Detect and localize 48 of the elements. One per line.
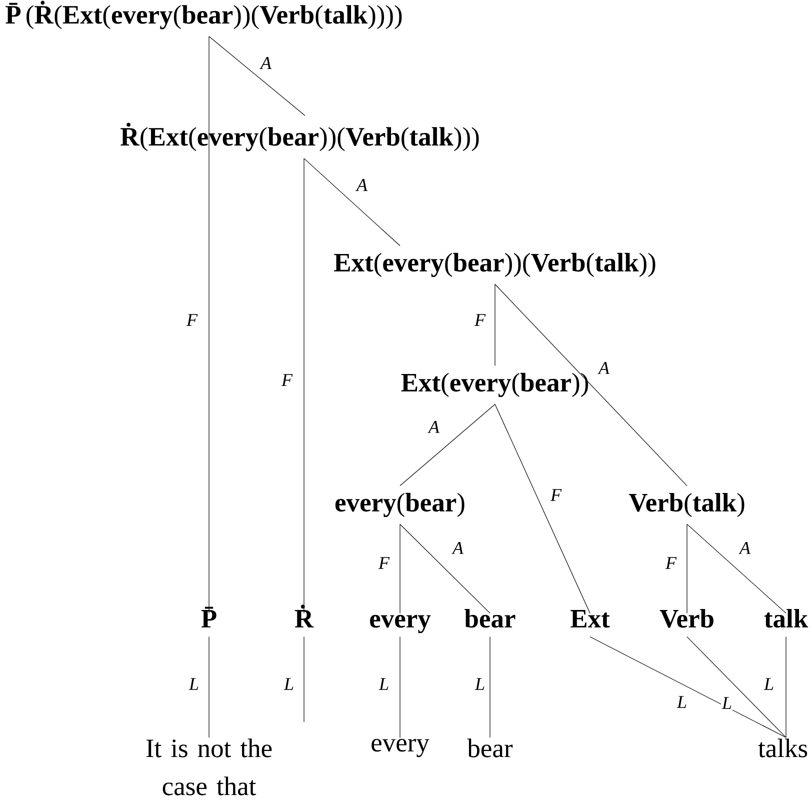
tree-branch: [686, 524, 688, 614]
edge-label: A: [260, 56, 272, 70]
tree-branch: [686, 636, 786, 738]
edge-label: L: [763, 677, 775, 691]
term-label: P̄(Ṙ(Ext(every(bear))(Verb(talk)))): [6, 0, 402, 30]
edge-label: F: [550, 488, 562, 502]
tree-branch: [494, 284, 496, 366]
edge-label: A: [356, 178, 368, 192]
tree-branch: [304, 158, 400, 246]
word-label: It is not the case that: [146, 738, 272, 796]
tree-branch: [686, 524, 786, 614]
word-label: talks: [758, 738, 808, 758]
symbol-label: Ext: [570, 610, 610, 628]
symbol-label: every: [370, 614, 431, 634]
edge-label: A: [598, 361, 610, 375]
term-label: Ext(every(bear))(Verb(talk)): [334, 252, 656, 278]
tree-branch: [494, 284, 688, 486]
edge-label: A: [738, 541, 752, 555]
symbol-label: talk: [764, 609, 808, 628]
word-label: every: [372, 738, 430, 758]
edge-label: A: [452, 541, 464, 555]
edge-label: F: [378, 556, 390, 570]
edge-label: F: [280, 373, 294, 387]
edge-label: L: [721, 696, 733, 710]
term-label: every(bear): [335, 492, 464, 518]
edge-label: L: [283, 677, 295, 691]
symbol-label: Verb: [660, 609, 714, 628]
symbol-label: P̄: [201, 606, 216, 628]
edge-label: F: [186, 313, 198, 327]
tree-branch: [400, 404, 496, 486]
edge-label: F: [474, 313, 486, 327]
edge-label: L: [676, 695, 688, 709]
term-label: Verb(talk): [628, 492, 744, 518]
edge-label: F: [664, 556, 678, 570]
edge-label: A: [428, 420, 440, 434]
edge-label: L: [378, 677, 390, 691]
tree-branch: [400, 524, 490, 614]
word-label: bear: [467, 738, 513, 758]
tree-branch: [590, 636, 786, 738]
term-label: Ext(every(bear)): [401, 372, 588, 398]
symbol-label: Ṙ: [294, 604, 314, 628]
symbol-label: bear: [464, 609, 516, 628]
edge-label: L: [474, 677, 486, 691]
tree-branch: [494, 404, 590, 614]
tree-branch: [208, 36, 210, 614]
tree-branch: [208, 36, 306, 116]
tree-branch: [208, 636, 210, 738]
edge-label: L: [188, 677, 200, 691]
